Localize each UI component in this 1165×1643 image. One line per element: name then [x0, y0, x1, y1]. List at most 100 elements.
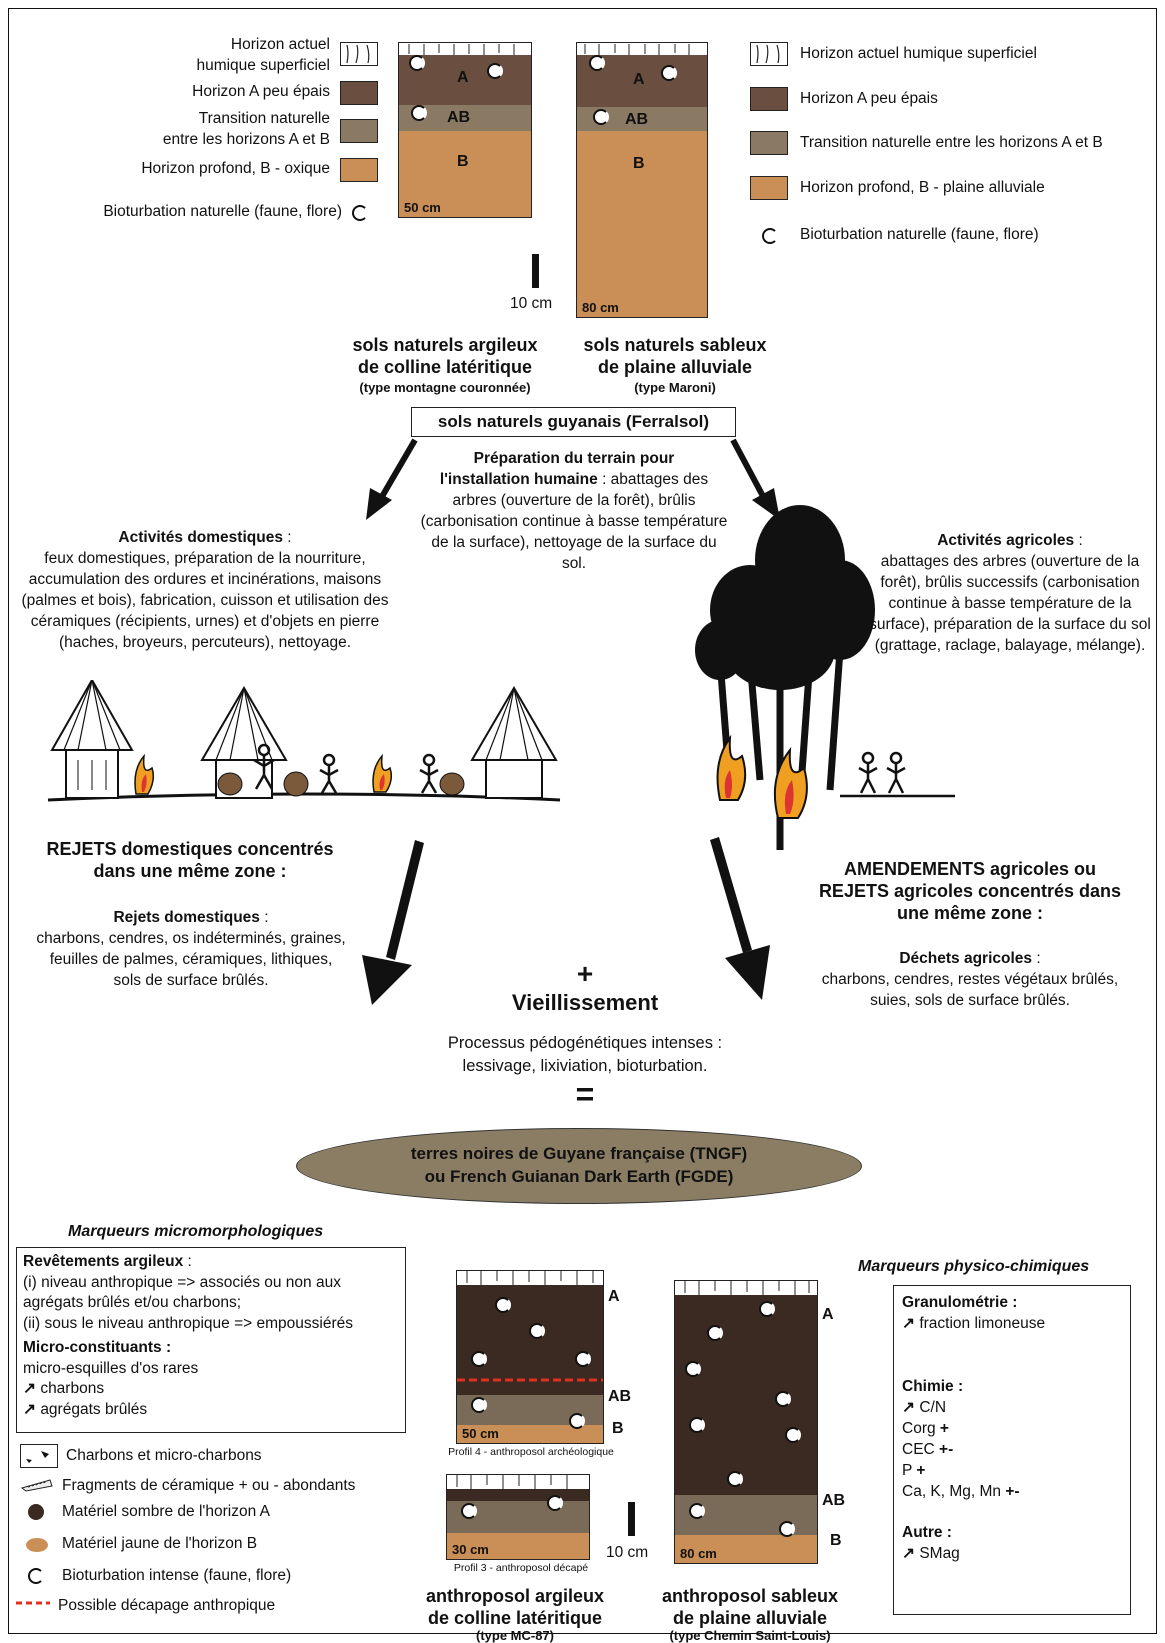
village-illustration	[47, 680, 561, 802]
arrow-up-right-icon: ↗	[902, 1315, 915, 1332]
decapage-line-icon	[16, 1601, 50, 1605]
bioturbation-icon	[461, 1503, 477, 1519]
rejects-domestic: Rejets domestiques : charbons, cendres, …	[36, 909, 346, 989]
profile-3-a	[447, 1489, 589, 1501]
bioturbation-icon	[471, 1397, 487, 1413]
arrow-to-agricultural	[730, 438, 780, 520]
bioturbation-icon	[575, 1351, 591, 1367]
bioturbation-icon	[471, 1351, 487, 1367]
micro-box: Revêtements argileux : (i) niveau anthro…	[16, 1247, 406, 1433]
domestic-activities: Activités domestiques : feux domestiques…	[21, 529, 389, 651]
profile-top-left-b	[399, 131, 531, 217]
physchem-ca: Ca, K, Mg, Mn	[902, 1483, 1002, 1500]
micro-rev-title: Revêtements argileux	[23, 1253, 184, 1270]
person-icon	[319, 753, 339, 794]
arrow-up-right-icon: ↗	[23, 1400, 36, 1418]
bioturbation-icon	[689, 1417, 705, 1433]
fire-icon	[372, 753, 393, 793]
arrow-dom-down	[362, 840, 424, 1005]
legend-charcoal: Charbons et micro-charbons	[66, 1447, 262, 1464]
bioturbation-icon	[661, 65, 677, 81]
physchem-gran-title: Granulométrie :	[902, 1294, 1018, 1311]
arrow-up-right-icon: ↗	[902, 1399, 915, 1416]
process-text: Processus pédogénétiques intenses : less…	[447, 1034, 723, 1075]
natural-right-title: sols naturels sableux de plaine alluvial…	[583, 335, 767, 377]
natural-right-subtitle: (type Maroni)	[634, 380, 716, 395]
physchem-chem-title: Chimie :	[902, 1378, 964, 1395]
profile-top-left-depth: 50 cm	[404, 200, 441, 215]
profile-top-left: A AB B 50 cm	[398, 42, 532, 218]
legend-bioturbation: Bioturbation intense (faune, flore)	[62, 1567, 292, 1584]
rejects-domestic-label: Rejets domestiques	[113, 909, 260, 926]
result-ellipse: terres noires de Guyane française (TNGF)…	[296, 1128, 862, 1204]
legend-right-humic-label: Horizon actuel humique superficiel	[800, 45, 1037, 62]
profile-right-bottom-ab-label: AB	[822, 1492, 846, 1509]
domestic-body: feux domestiques, préparation de la nour…	[21, 550, 389, 651]
profile-top-left-a-label: A	[457, 69, 469, 86]
person-icon	[858, 751, 878, 794]
profile-top-right-b-label: B	[633, 155, 645, 172]
legend-ceramic: Fragments de céramique + ou - abondants	[62, 1477, 356, 1494]
physchem-header: Marqueurs physico-chimiques	[858, 1258, 1090, 1275]
profile-4-depth: 50 cm	[462, 1426, 499, 1441]
hut-icon	[200, 686, 288, 799]
legend-left-a-label: Horizon A peu épais	[192, 83, 330, 100]
physchem-corg: Corg	[902, 1420, 936, 1437]
profile-right-bottom-a	[675, 1295, 817, 1495]
micro-mc-line-2: charbons	[40, 1380, 105, 1397]
physchem-gran: fraction limoneuse	[919, 1315, 1046, 1332]
ferralsol-box: sols naturels guyanais (Ferralsol)	[411, 407, 736, 437]
legend-right-a-swatch	[750, 87, 788, 111]
profile-top-right-depth: 80 cm	[582, 300, 619, 315]
profile-4-a	[457, 1285, 603, 1395]
bioturbation-icon	[28, 1568, 44, 1584]
bioturbation-icon	[352, 205, 368, 221]
scale-label-top: 10 cm	[510, 295, 553, 312]
bioturbation-icon	[759, 1301, 775, 1317]
scale-bar	[628, 1502, 635, 1536]
decapage-line	[457, 1378, 603, 1382]
profile-right-bottom-b	[675, 1535, 817, 1563]
micro-mc-line-3: agrégats brûlés	[40, 1400, 148, 1418]
pot-icon	[439, 772, 465, 796]
legend-right-b-label: Horizon profond, B - plaine alluviale	[800, 179, 1045, 196]
arrow-to-domestic	[366, 438, 418, 520]
profile-top-right-ab-label: AB	[625, 111, 649, 128]
physchem-cec: CEC	[902, 1441, 935, 1458]
rejects-domestic-body: charbons, cendres, os indéterminés, grai…	[36, 930, 346, 989]
anthroposol-left-subtitle: (type MC-87)	[475, 1628, 554, 1643]
legend-left-b-swatch	[340, 158, 378, 182]
aging-label: Vieillissement	[511, 990, 659, 1015]
preparation-text: Préparation du terrain pour l'installati…	[420, 448, 728, 574]
domestic-title: Activités domestiques	[118, 529, 283, 546]
legend-left-a-swatch	[340, 81, 378, 105]
arrow-agr-down	[710, 837, 770, 1000]
person-icon	[886, 751, 906, 794]
preparation-bold: Préparation du terrain pour l'installati…	[439, 450, 675, 488]
physchem-ca-sign: +-	[1005, 1483, 1020, 1500]
profile-top-right-humic	[577, 43, 707, 56]
bioturbation-icon	[529, 1323, 545, 1339]
profile-4-ab-label: AB	[608, 1388, 632, 1405]
bioturbation-icon	[495, 1297, 511, 1313]
legend-left-bio-label: Bioturbation naturelle (faune, flore)	[103, 203, 342, 220]
bioturbation-icon	[487, 63, 503, 79]
legend-yellow-material: Matériel jaune de l'horizon B	[62, 1535, 258, 1552]
rejects-agricultural-body: charbons, cendres, restes végétaux brûlé…	[821, 971, 1119, 1009]
profile-4: 50 cm	[456, 1270, 604, 1444]
bioturbation-icon	[762, 228, 778, 244]
micro-mc-title: Micro-constituants :	[23, 1339, 172, 1356]
agricultural-activities: Activités agricoles : abattages des arbr…	[869, 532, 1151, 654]
legend-right-bio-label: Bioturbation naturelle (faune, flore)	[800, 226, 1039, 243]
rejects-agricultural-label: Déchets agricoles	[899, 950, 1033, 967]
scale-bar	[532, 254, 539, 288]
rejects-agricultural: Déchets agricoles : charbons, cendres, r…	[821, 950, 1119, 1009]
arrow-up-right-icon: ↗	[902, 1545, 915, 1562]
charcoal-swatch	[20, 1444, 58, 1468]
anthroposol-right-title: anthroposol sableux de plaine alluviale	[661, 1586, 839, 1628]
tree-trunks	[716, 649, 844, 850]
roots-icon	[346, 44, 370, 64]
profile-top-left-humic	[399, 43, 531, 56]
profile-4-a-label: A	[608, 1288, 620, 1305]
